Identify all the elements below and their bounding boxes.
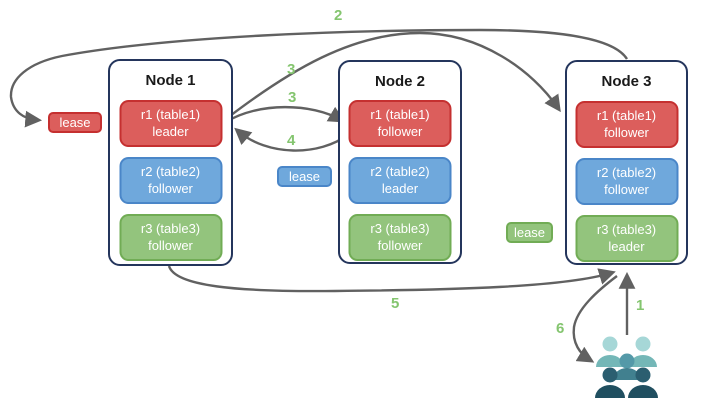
users-group-icon <box>595 336 658 398</box>
arrow-step-3-to-node3 <box>225 31 561 120</box>
replica-role: follower <box>377 123 423 139</box>
lease-label: lease <box>288 169 321 184</box>
flow-step-label-4: 4 <box>287 132 296 149</box>
replica-box: r2 (table2) follower <box>119 157 222 204</box>
flow-step-label-3a: 3 <box>287 61 296 78</box>
replica-box: r1 (table1) follower <box>348 100 452 147</box>
replica-box: r1 (table1) leader <box>119 100 222 147</box>
flow-step-label-3b: 3 <box>288 89 297 106</box>
node-2: Node 2 r1 (table1) follower r2 (table2) … <box>338 60 462 264</box>
replica-name: r3 (table3) <box>140 220 201 236</box>
person-icon <box>613 353 641 380</box>
replica-name: r1 (table1) <box>370 106 430 122</box>
replica-role: leader <box>152 123 189 139</box>
replica-name: r1 (table1) <box>140 106 201 122</box>
person-icon <box>629 336 657 367</box>
replica-name: r1 (table1) <box>596 107 657 123</box>
replica-name: r2 (table2) <box>140 163 201 179</box>
replica-box: r2 (table2) leader <box>348 157 452 204</box>
node-title: Node 3 <box>601 73 652 90</box>
lease-badge-table1: lease <box>48 112 102 133</box>
lease-label: lease <box>59 115 91 130</box>
person-icon <box>628 367 658 398</box>
replica-role: leader <box>381 180 419 196</box>
replica-box: r3 (table3) follower <box>348 214 452 261</box>
lease-badge-table2: lease <box>277 166 332 187</box>
replica-box: r2 (table2) follower <box>575 158 678 205</box>
arrow-step-6 <box>572 275 618 363</box>
replica-name: r2 (table2) <box>596 164 657 180</box>
flow-step-label-6: 6 <box>556 320 565 337</box>
replica-box: r3 (table3) follower <box>119 214 222 261</box>
flow-step-label-1: 1 <box>636 297 645 314</box>
replica-role: follower <box>604 181 649 197</box>
node-1: Node 1 r1 (table1) leader r2 (table2) fo… <box>108 59 233 266</box>
replica-name: r2 (table2) <box>370 163 430 179</box>
node-title: Node 1 <box>145 72 196 89</box>
replica-name: r3 (table3) <box>370 220 430 236</box>
node-title: Node 2 <box>374 73 425 90</box>
replica-role: follower <box>604 124 649 140</box>
arrow-step-3-to-node2 <box>225 105 346 124</box>
replica-role: follower <box>377 237 423 253</box>
flow-step-label-5: 5 <box>391 295 400 312</box>
replica-box: r1 (table1) follower <box>575 101 678 148</box>
node-3: Node 3 r1 (table1) follower r2 (table2) … <box>565 60 688 265</box>
flow-step-label-2: 2 <box>334 7 343 24</box>
replica-role: follower <box>148 237 193 253</box>
lease-badge-table3: lease <box>506 222 553 243</box>
person-icon <box>596 336 624 367</box>
person-icon <box>595 367 625 398</box>
arrow-step-5 <box>167 265 616 293</box>
replica-name: r3 (table3) <box>596 221 657 237</box>
replica-box: r3 (table3) leader <box>575 215 678 262</box>
lease-label: lease <box>513 225 546 240</box>
replica-role: follower <box>148 180 193 196</box>
arrow-step-2 <box>9 28 629 128</box>
replica-role: leader <box>608 238 645 254</box>
